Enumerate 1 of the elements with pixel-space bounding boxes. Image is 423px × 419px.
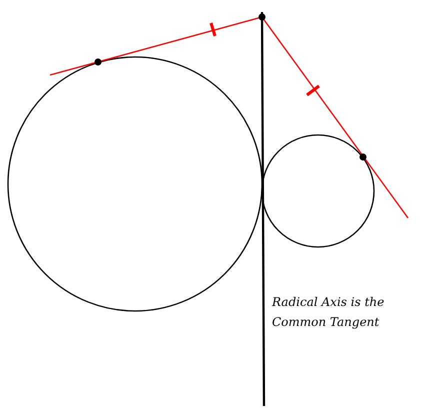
note-text: Radical Axis is the Common Tangent [272,294,386,331]
